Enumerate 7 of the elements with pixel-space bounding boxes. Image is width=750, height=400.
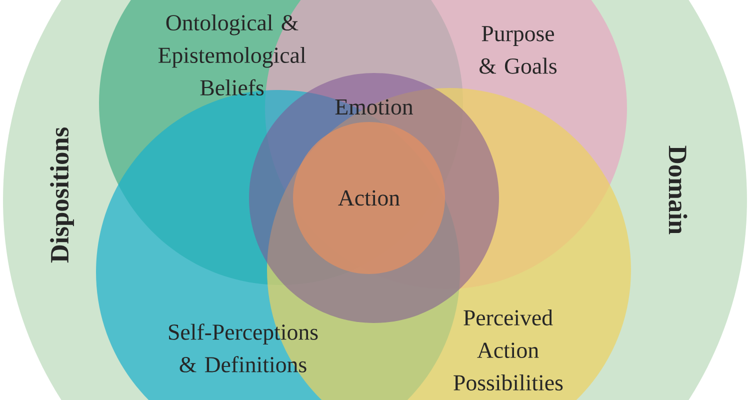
circle-label: Purpose & Goals xyxy=(480,26,557,74)
circle-label: Emotion xyxy=(335,99,414,115)
circle-label: Dispositions xyxy=(50,128,74,263)
circle-label: Perceived Action Possibilities xyxy=(454,309,563,391)
venn-circle xyxy=(293,122,445,274)
circle-label: Action xyxy=(338,190,400,206)
circle-label: Domain xyxy=(668,146,688,234)
